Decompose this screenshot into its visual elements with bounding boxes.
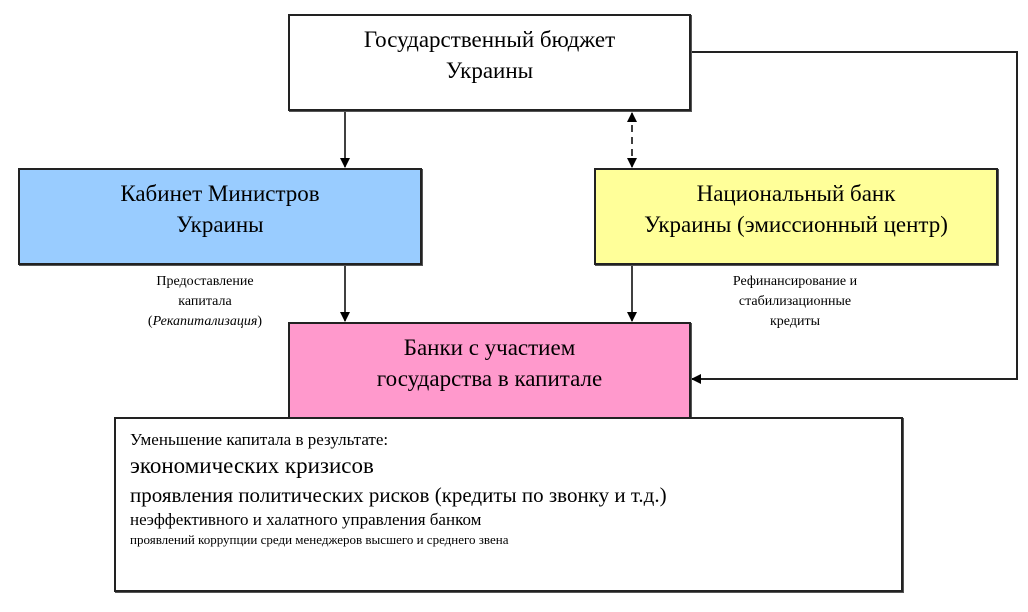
label-line-2: капитала [178,294,232,309]
node-state-budget: Государственный бюджет Украины [288,14,691,111]
cause-item: проявлений коррупции среди менеджеров вы… [130,532,509,547]
cause-item: проявления политических рисков (кредиты … [130,483,667,507]
title-line-2: Украины [445,58,534,83]
edge-label-capital: Предоставление капитала (Рекапитализация… [120,272,290,332]
node-title: Кабинет Министров Украины [20,178,420,240]
node-title: Национальный банк Украины (эмиссионный ц… [596,178,996,240]
title-line-1: Государственный бюджет [363,27,616,52]
cause-item: неэффективного и халатного управления ба… [130,510,482,529]
arrow-budget-to-banks [691,51,1018,384]
label-italic: Рекапитализация [152,314,258,329]
paren-close: ) [257,314,263,329]
title-line-1: Кабинет Министров [120,181,320,206]
label-line-3: кредиты [770,314,820,329]
label-line-2: стабилизационные [738,294,852,309]
label-line-3: (Рекапитализация) [120,312,290,332]
causes-box: Уменьшение капитала в результате: эконом… [114,417,903,592]
title-line-2: государства в капитале [376,366,603,391]
node-cabinet-of-ministers: Кабинет Министров Украины [18,168,422,265]
label-line-1: Предоставление [156,274,254,289]
paren-open: ( [147,314,153,329]
node-state-banks: Банки с участием государства в капитале [288,322,691,419]
label-line-1: Рефинансирование и [732,274,858,289]
title-line-2: Украины (эмиссионный центр) [644,212,948,237]
cause-item: экономических кризисов [130,453,374,478]
causes-heading: Уменьшение капитала в результате: [130,430,389,449]
title-line-1: Банки с участием [403,335,576,360]
title-line-2: Украины [176,212,264,237]
node-title: Государственный бюджет Украины [290,24,689,86]
node-title: Банки с участием государства в капитале [290,332,689,394]
node-national-bank: Национальный банк Украины (эмиссионный ц… [594,168,998,265]
title-line-1: Национальный банк [696,181,896,206]
edge-label-refinancing: Рефинансирование и стабилизационные кред… [700,272,890,332]
